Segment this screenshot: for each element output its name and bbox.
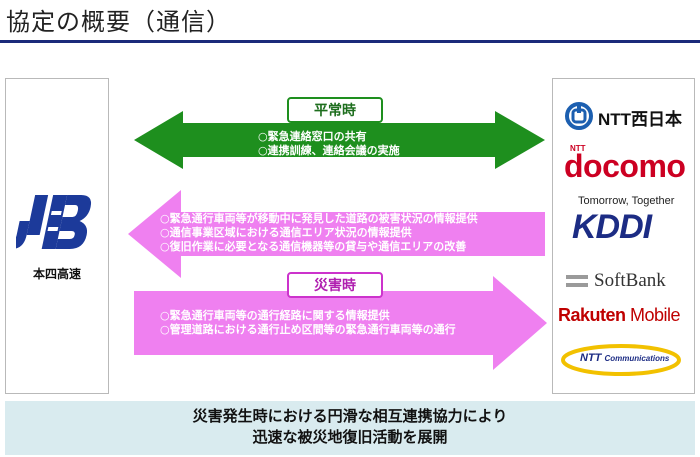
kddi-logo: KDDI [572,208,652,246]
summary-band: 災害発生時における円滑な相互連携協力により 迅速な被災地復旧活動を展開 [5,401,695,455]
docomo-text: docomo [564,148,686,184]
telecom-disaster-item: ○緊急通行車両等が移動中に発見した道路の被害状況の情報提供 [160,212,478,225]
normal-time-items: ○緊急連絡窓口の共有 ○連携訓練、連絡会議の実施 [258,130,400,158]
disaster-time-label: 災害時 [287,272,383,298]
jb-disaster-items: ○緊急通行車両等の通行経路に関する情報提供 ○管理道路における通行止め区間等の緊… [160,309,456,337]
normal-time-label: 平常時 [287,97,383,123]
telecom-disaster-item: ○復旧作業に必要となる通信機器等の貸与や通信エリアの改善 [160,240,467,253]
kddi-tagline: Tomorrow, Together [578,195,675,207]
left-org-label: 本四高速 [32,267,81,281]
ntt-com-text: NTT Communications [580,352,669,364]
left-org-box: 本四高速 [5,78,109,394]
telecom-disaster-item: ○通信事業区域における通信エリア状況の情報提供 [160,226,412,239]
rakuten-mobile-text: Mobile [630,305,681,325]
ntt-loop-icon [565,102,593,130]
jb-logo [16,195,92,249]
softbank-text: SoftBank [594,270,666,291]
jb-disaster-item: ○緊急通行車両等の通行経路に関する情報提供 [160,309,390,322]
partners-box [552,78,695,394]
softbank-bars-icon [566,275,588,287]
summary-line-1: 災害発生時における円滑な相互連携協力により [192,407,508,425]
ntt-west-text: NTT西日本 [598,110,683,129]
ntt-com-ntt: NTT [580,352,602,364]
docomo-ntt-text: NTT [570,144,586,153]
normal-time-double-arrow [134,111,545,169]
summary-line-2: 迅速な被災地復旧活動を展開 [252,428,448,446]
rakuten-mobile-logo: Rakuten Mobile [558,305,681,326]
title-divider [0,40,700,43]
ntt-com-communications: Communications [604,354,670,363]
telecom-to-jb-arrow [128,190,545,278]
rakuten-text: Rakuten [558,305,626,325]
ntt-com-oval-icon [561,344,681,376]
page-title: 協定の概要（通信） [6,8,231,36]
telecom-disaster-items: ○緊急通行車両等が移動中に発見した道路の被害状況の情報提供 ○通信事業区域におけ… [160,212,478,254]
jb-disaster-item: ○管理道路における通行止め区間等の緊急通行車両等の通行 [160,323,456,336]
normal-time-item: ○緊急連絡窓口の共有 [258,130,367,143]
normal-time-item: ○連携訓練、連絡会議の実施 [258,144,400,157]
jb-to-telecom-arrow [134,276,547,370]
